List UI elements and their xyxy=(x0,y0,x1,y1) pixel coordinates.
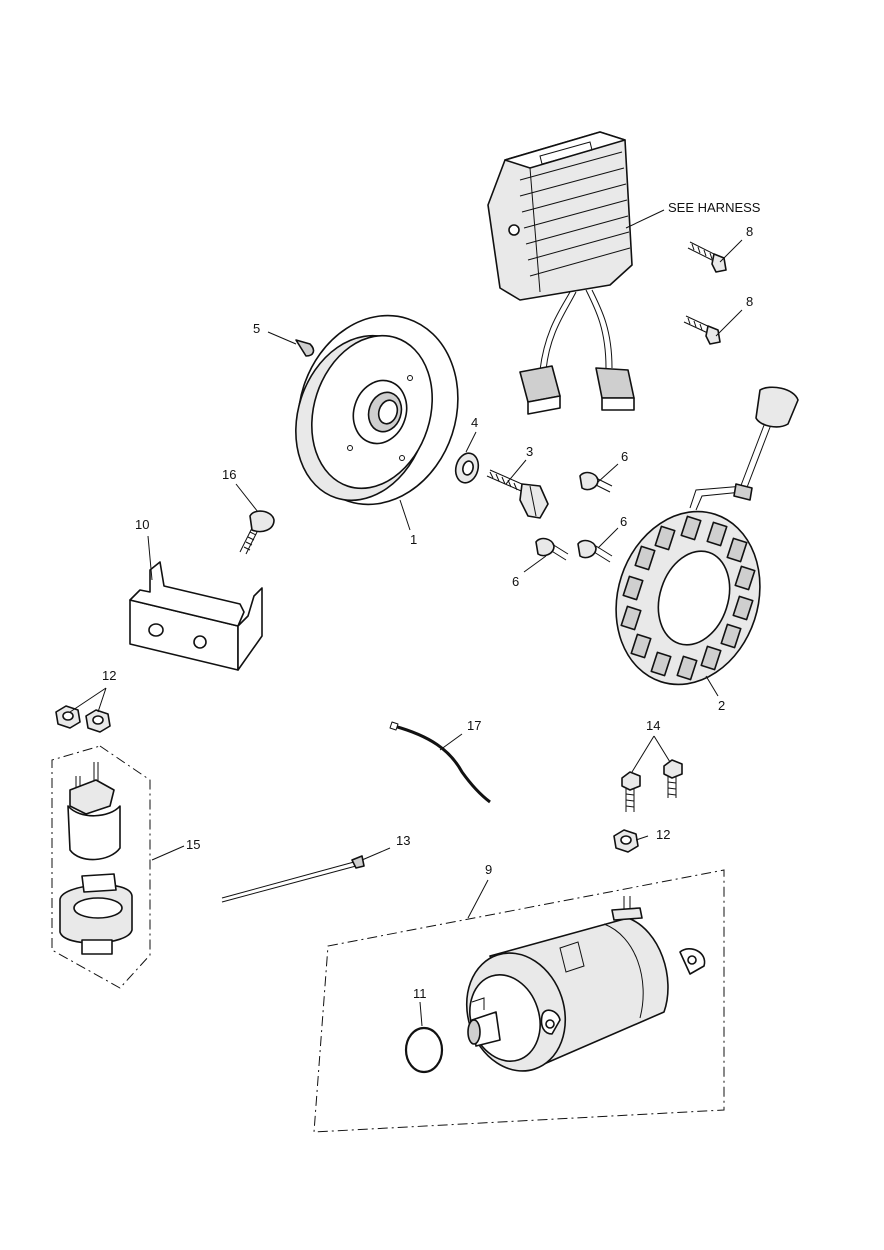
screw-6-middle[interactable] xyxy=(535,537,569,561)
rotor-bolt-3[interactable] xyxy=(486,469,549,519)
callout-17: 17 xyxy=(467,718,481,733)
woodruff-key-5[interactable] xyxy=(295,339,315,357)
callout-11: 11 xyxy=(413,986,427,1001)
cable-tie-13[interactable] xyxy=(221,855,365,903)
o-ring-11[interactable] xyxy=(404,1026,444,1074)
nut-12-single[interactable] xyxy=(613,829,639,853)
stator-coils xyxy=(620,515,756,681)
callout-labels: SEE HARNESS 8 8 5 4 3 6 6 6 1 2 16 10 12… xyxy=(102,200,761,1001)
washer-4[interactable] xyxy=(452,451,481,486)
callout-8-lower: 8 xyxy=(746,294,753,309)
bolt-16[interactable] xyxy=(239,510,275,555)
callout-6-middle: 6 xyxy=(512,574,519,589)
nut-12-right[interactable] xyxy=(85,709,111,733)
bolt-14-left[interactable] xyxy=(621,771,641,812)
callout-12-single: 12 xyxy=(656,827,670,842)
callout-9: 9 xyxy=(485,862,492,877)
bolt-8-upper[interactable] xyxy=(687,241,727,273)
callout-15: 15 xyxy=(186,837,200,852)
callout-10: 10 xyxy=(135,517,149,532)
screw-6-right[interactable] xyxy=(577,539,613,563)
rotor-1[interactable] xyxy=(274,295,482,526)
starter-motor-kit-9[interactable] xyxy=(313,869,725,1133)
callout-6-right: 6 xyxy=(620,514,627,529)
callout-3: 3 xyxy=(526,444,533,459)
callout-16: 16 xyxy=(222,467,236,482)
leader-lines xyxy=(69,209,743,1027)
bolt-14-right[interactable] xyxy=(663,759,683,798)
nut-12-left[interactable] xyxy=(55,705,81,729)
see-harness-note: SEE HARNESS xyxy=(668,200,761,215)
callout-13: 13 xyxy=(396,833,410,848)
solenoid-kit-15[interactable] xyxy=(51,745,151,989)
callout-2: 2 xyxy=(718,698,725,713)
stator-2[interactable] xyxy=(594,386,799,703)
bracket-10[interactable] xyxy=(129,561,263,671)
bolt-8-lower[interactable] xyxy=(683,315,721,345)
callout-4: 4 xyxy=(471,415,478,430)
callout-8-upper: 8 xyxy=(746,224,753,239)
callout-6-upper: 6 xyxy=(621,449,628,464)
regulator-rectifier[interactable] xyxy=(487,131,635,415)
screw-6-upper[interactable] xyxy=(579,471,613,493)
callout-12-pair: 12 xyxy=(102,668,116,683)
callout-14: 14 xyxy=(646,718,660,733)
tube-17[interactable] xyxy=(389,721,491,804)
callout-1: 1 xyxy=(410,532,417,547)
callout-5: 5 xyxy=(253,321,260,336)
